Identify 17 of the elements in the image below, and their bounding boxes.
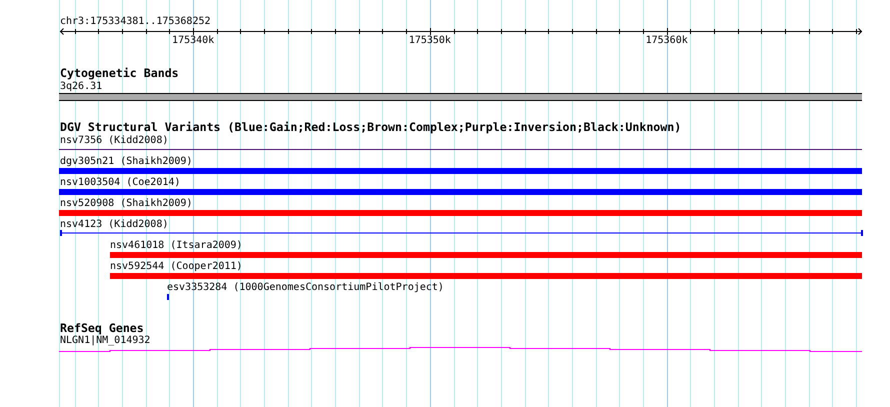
band-label: 3q26.31 — [60, 81, 102, 92]
variant-label: nsv1003504 (Coe2014) — [60, 176, 180, 188]
tick-label: 175350k — [408, 35, 451, 46]
variant-label: nsv7356 (Kidd2008) — [60, 135, 168, 146]
variant-label: nsv592544 (Cooper2011) — [110, 261, 242, 272]
gene-label: NLGN1|NM_014932 — [60, 334, 150, 346]
variant-label: dgv305n21 (Shaikh2009) — [60, 156, 192, 167]
variant-label: esv3353284 (1000GenomesConsortiumPilotProject) — [167, 282, 444, 293]
variant-label: nsv520908 (Shaikh2009) — [60, 198, 192, 208]
track-title: Cytogenetic Bands — [60, 67, 179, 80]
tick-label: 175340k — [172, 35, 214, 46]
track-title: DGV Structural Variants (Blue:Gain;Red:Loss;Brown:Complex;Purple:Inversion;Black:Unknown) — [60, 120, 682, 134]
coordinate-label: chr3:175334381..175368252 — [60, 16, 211, 27]
tick-label: 175360k — [646, 35, 688, 46]
variant-label: nsv4123 (Kidd2008) — [60, 218, 168, 230]
track-title: RefSeq Genes — [60, 322, 144, 335]
variant-label: nsv461018 (Itsara2009) — [110, 240, 242, 251]
